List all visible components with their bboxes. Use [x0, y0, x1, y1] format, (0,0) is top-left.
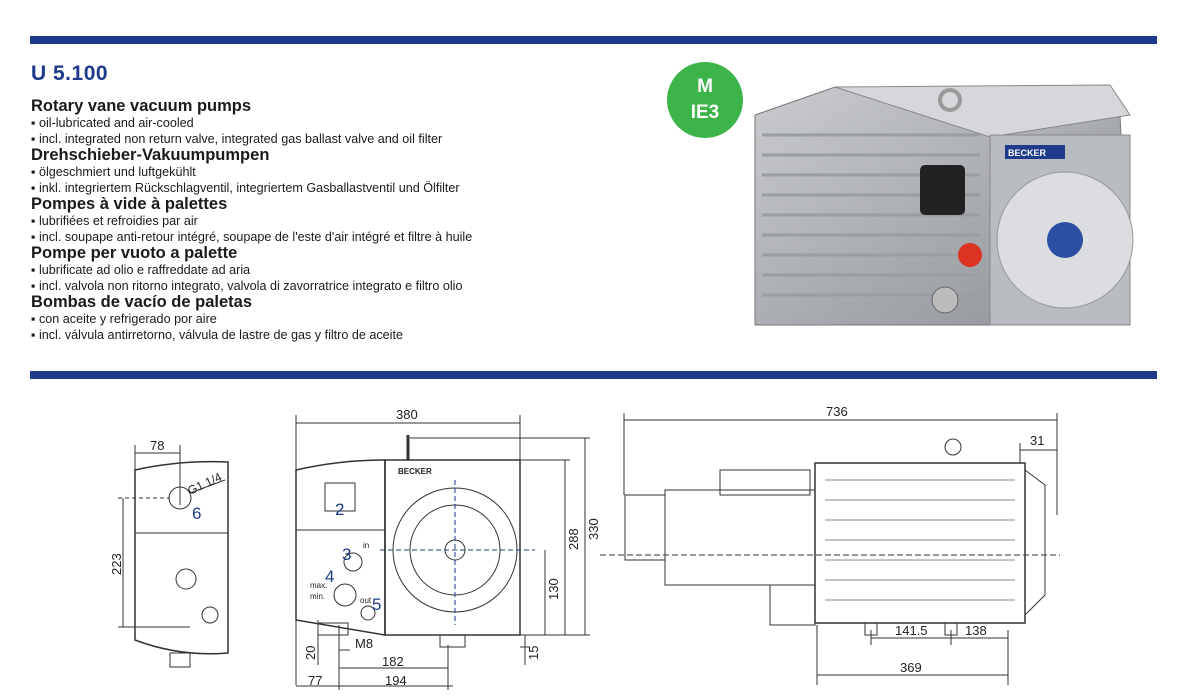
dim-130: 130 — [546, 578, 561, 600]
dim-223: 223 — [109, 553, 124, 575]
dim-736: 736 — [826, 404, 848, 419]
dim-380: 380 — [396, 407, 418, 422]
label-out: out — [360, 596, 372, 605]
bullet: ▪ con aceite y refrigerado por aire — [31, 312, 217, 326]
label-max: max. — [310, 581, 327, 590]
callout-6: 6 — [192, 504, 201, 523]
page-title: U 5.100 — [31, 62, 109, 85]
bullet: ▪ oil-lubricated and air-cooled — [31, 116, 194, 130]
bullet: ▪ lubrificate ad olio e raffreddate ad a… — [31, 263, 251, 277]
bullet: ▪ incl. valvola non ritorno integrato, v… — [31, 279, 463, 293]
dim-182: 182 — [382, 654, 404, 669]
label-in: in — [363, 541, 369, 550]
dim-15: 15 — [526, 646, 541, 660]
dim-330: 330 — [586, 518, 601, 540]
heading-fr: Pompes à vide à palettes — [31, 195, 228, 213]
middle-divider — [30, 371, 1157, 379]
top-divider — [30, 36, 1157, 44]
dim-369: 369 — [900, 660, 922, 675]
description: Rotary vane vacuum pumps ▪ oil-lubricate… — [31, 98, 651, 343]
dim-138: 138 — [965, 623, 987, 638]
callout-4: 4 — [325, 567, 334, 586]
heading-es: Bombas de vacío de paletas — [31, 293, 253, 311]
dim-20: 20 — [303, 646, 318, 660]
dim-194: 194 — [385, 673, 407, 688]
pump-photo: BECKER — [754, 84, 1134, 326]
callout-5: 5 — [372, 595, 381, 614]
callout-2: 2 — [335, 500, 344, 519]
efficiency-badge: M IE3 — [667, 62, 743, 138]
dim-31: 31 — [1030, 433, 1044, 448]
bullet: ▪ incl. válvula antirretorno, válvula de… — [31, 328, 403, 342]
bullet: ▪ incl. soupape anti-retour intégré, sou… — [31, 230, 473, 244]
drawing-brand: BECKER — [398, 467, 432, 476]
thread-m8: M8 — [355, 636, 373, 651]
badge-line2: IE3 — [690, 102, 720, 123]
bullet: ▪ ölgeschmiert und luftgekühlt — [31, 165, 196, 179]
bullet: ▪ inkl. integriertem Rückschlagventil, i… — [31, 181, 460, 195]
dim-141-5: 141.5 — [895, 623, 928, 638]
callout-3: 3 — [342, 545, 351, 564]
heading-de: Drehschieber-Vakuumpumpen — [31, 146, 270, 164]
badge-line1: M — [697, 76, 713, 97]
switch-box — [920, 165, 965, 215]
thread-label: G1 1/4 — [185, 470, 224, 498]
photo-brand: BECKER — [1008, 148, 1047, 158]
heading-it: Pompe per vuoto a palette — [31, 244, 238, 262]
fan-logo — [1047, 222, 1083, 258]
dim-77: 77 — [308, 673, 322, 688]
bullet: ▪ lubrifiées et refroidies par air — [31, 214, 198, 228]
bullet: ▪ incl. integrated non return valve, int… — [31, 132, 443, 146]
dimension-drawings: 78 223 G1 1/4 6 380 330 288 130 15 20 M8… — [109, 404, 1060, 690]
heading-en: Rotary vane vacuum pumps — [31, 97, 252, 115]
dim-288: 288 — [566, 528, 581, 550]
dim-78: 78 — [150, 438, 164, 453]
oil-cap — [958, 243, 982, 267]
label-min: min. — [310, 592, 325, 601]
